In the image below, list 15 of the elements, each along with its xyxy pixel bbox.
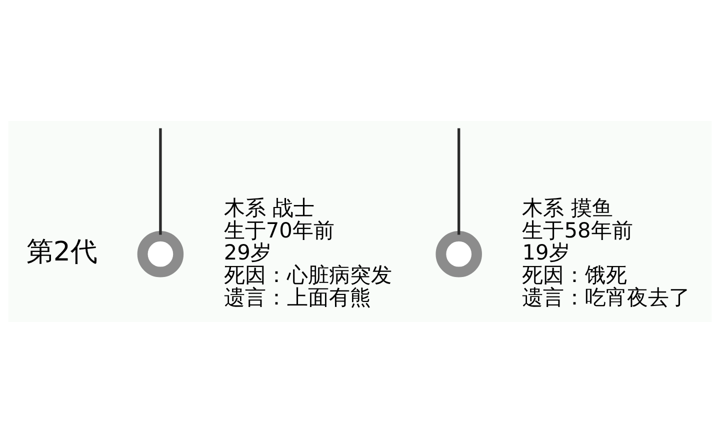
node-label: 生于70年前 [224, 218, 334, 242]
label: 第2代 [26, 236, 98, 268]
node-label: 遗言：上面有熊 [224, 285, 371, 310]
node-label: 19岁 [522, 240, 570, 265]
node-label: 木系 摸鱼 [522, 196, 613, 220]
node-label: 生于58年前 [522, 218, 633, 242]
connector [458, 128, 460, 235]
node-label: 遗言：吃宵夜去了 [522, 285, 690, 310]
node-circle [137, 230, 184, 278]
node-circle [436, 230, 482, 278]
node-label: 29岁 [224, 240, 272, 265]
node-label: 死因：心脏病突发 [224, 263, 392, 288]
connector [159, 128, 162, 235]
node-label: 死因：饿死 [522, 263, 628, 288]
node-label: 木系 战士 [224, 196, 314, 220]
